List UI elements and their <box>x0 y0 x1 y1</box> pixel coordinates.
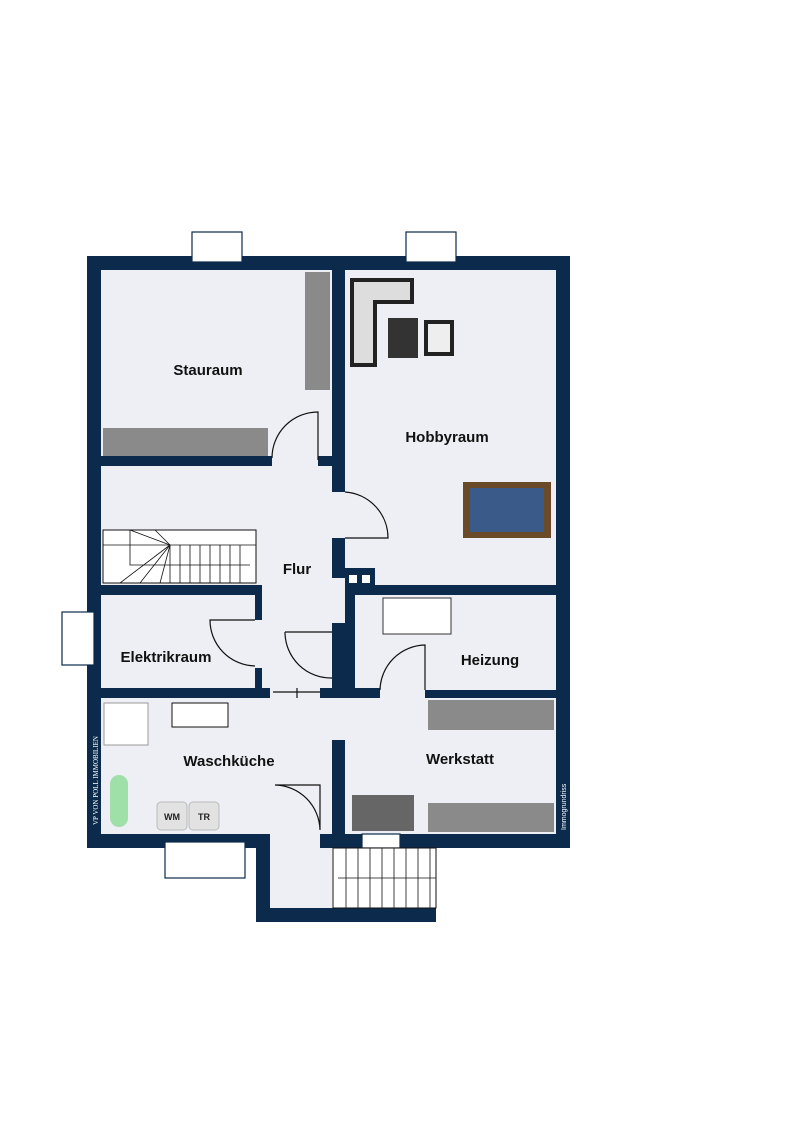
room-label-hobbyraum: Hobbyraum <box>405 429 488 446</box>
window <box>164 841 246 879</box>
credit-text: Immogrundriss <box>561 783 568 830</box>
boiler <box>382 597 452 635</box>
window <box>361 833 401 849</box>
foosball-table-icon <box>463 482 551 538</box>
washing-machine <box>156 801 188 831</box>
window <box>61 611 95 666</box>
room-label-heizung: Heizung <box>461 652 519 669</box>
drying-rack-icon <box>171 702 229 728</box>
dryer <box>188 801 220 831</box>
washing-machine-label: WM <box>164 812 180 822</box>
shelves <box>103 272 554 832</box>
exterior-staircase <box>332 847 437 909</box>
ironing-board-icon <box>110 775 128 827</box>
room-label-waschkueche: Waschküche <box>183 753 274 770</box>
room-label-werkstatt: Werkstatt <box>426 751 494 768</box>
room-label-elektrikraum: Elektrikraum <box>121 649 212 666</box>
interior-walls <box>101 270 556 834</box>
dryer-label: TR <box>198 812 210 822</box>
von-poll-logo: VP VON POLL IMMOBILIEN <box>92 736 100 825</box>
room-label-flur: Flur <box>283 561 311 578</box>
window <box>191 231 243 263</box>
sofa-set <box>350 278 454 367</box>
window <box>405 231 457 263</box>
shower-icon <box>103 702 149 746</box>
staircase <box>102 529 257 584</box>
doors <box>209 411 426 831</box>
room-label-stauraum: Stauraum <box>173 362 242 379</box>
